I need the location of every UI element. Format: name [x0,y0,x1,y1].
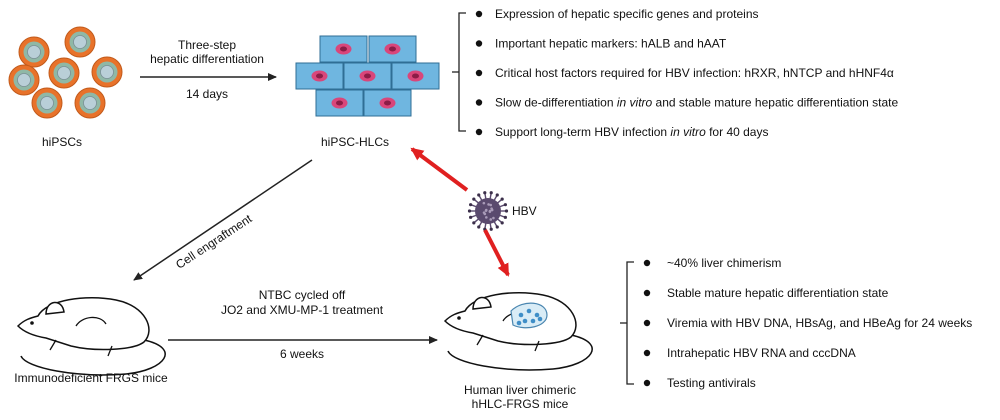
hlc-cell-sheet [295,35,440,117]
chimeric-mouse-icon [443,292,593,371]
bullet-dot [643,379,651,387]
chimeric-features-bracket [626,261,634,385]
hlc-cell [363,89,412,117]
hlc-feature-item: Critical host factors required for HBV i… [495,66,894,80]
stem-cell [18,36,50,68]
hlc-cell [319,35,368,63]
hbv-infect-hlc-arrow [410,147,469,192]
stem-cell [48,57,80,89]
hlc-feature-item: Important hepatic markers: hALB and hAAT [495,37,727,51]
chimeric-feature-item: Testing antivirals [667,376,756,390]
chimeric-feature-item: Intrahepatic HBV RNA and cccDNA [667,346,856,360]
treatment-label-line2: JO2 and XMU-MP-1 treatment [221,303,384,317]
hlc-cell [343,62,392,90]
bullet-dot [475,128,483,136]
treatment-label-line1: NTBC cycled off [259,288,346,302]
chimeric-feature-item: Viremia with HBV DNA, HBsAg, and HBeAg f… [667,316,972,330]
bullet-dot [475,10,483,18]
hipsc-label: hiPSCs [42,135,82,149]
hlc-cell [315,89,364,117]
hbv-virus-icon [467,191,509,231]
bullet-dot [475,40,483,47]
hlc-cell [295,62,344,90]
differentiation-label-line2: hepatic differentiation [150,52,264,66]
bullet-dot [475,99,483,106]
frgs-mouse-label: Immunodeficient FRGS mice [14,371,168,385]
chimeric-label-line2: hHLC-FRGS mice [472,397,569,411]
treatment-duration: 6 weeks [280,347,324,361]
stem-cell [8,64,40,96]
hlc-label: hiPSC-HLCs [321,135,389,149]
stem-cell [91,56,123,88]
bullet-dot [643,259,651,267]
hlc-feature-item: Support long-term HBV infection in vitro… [495,125,768,139]
hipsc-cell-cluster [8,26,123,119]
engraftment-arrow [133,159,313,281]
differentiation-duration: 14 days [186,87,228,101]
engraftment-label: Cell engraftment [173,211,255,272]
chimeric-feature-item: Stable mature hepatic differentiation st… [667,286,889,300]
hbv-label: HBV [512,204,537,218]
bullet-dot [643,289,651,297]
stem-cell [64,26,96,58]
stem-cell [31,87,63,119]
frgs-mouse-icon [16,297,166,376]
chimeric-label-line1: Human liver chimeric [464,383,576,397]
hlc-cell [368,35,417,63]
hbv-infect-mouse-arrow [483,229,510,277]
bullet-dot [643,349,651,357]
hlc-feature-item: Slow de-differentiation in vitro and sta… [495,96,898,110]
chimeric-feature-item: ~40% liver chimerism [667,256,781,270]
hlc-features-bracket [458,12,466,132]
hlc-feature-item: Expression of hepatic specific genes and… [495,7,759,21]
bullet-dot [475,69,483,77]
hlc-cell [391,62,440,90]
bullet-dot [643,319,651,327]
differentiation-label-line1: Three-step [178,38,236,52]
hlc-features-list: Expression of hepatic specific genes and… [475,7,898,139]
stem-cell [74,87,106,119]
